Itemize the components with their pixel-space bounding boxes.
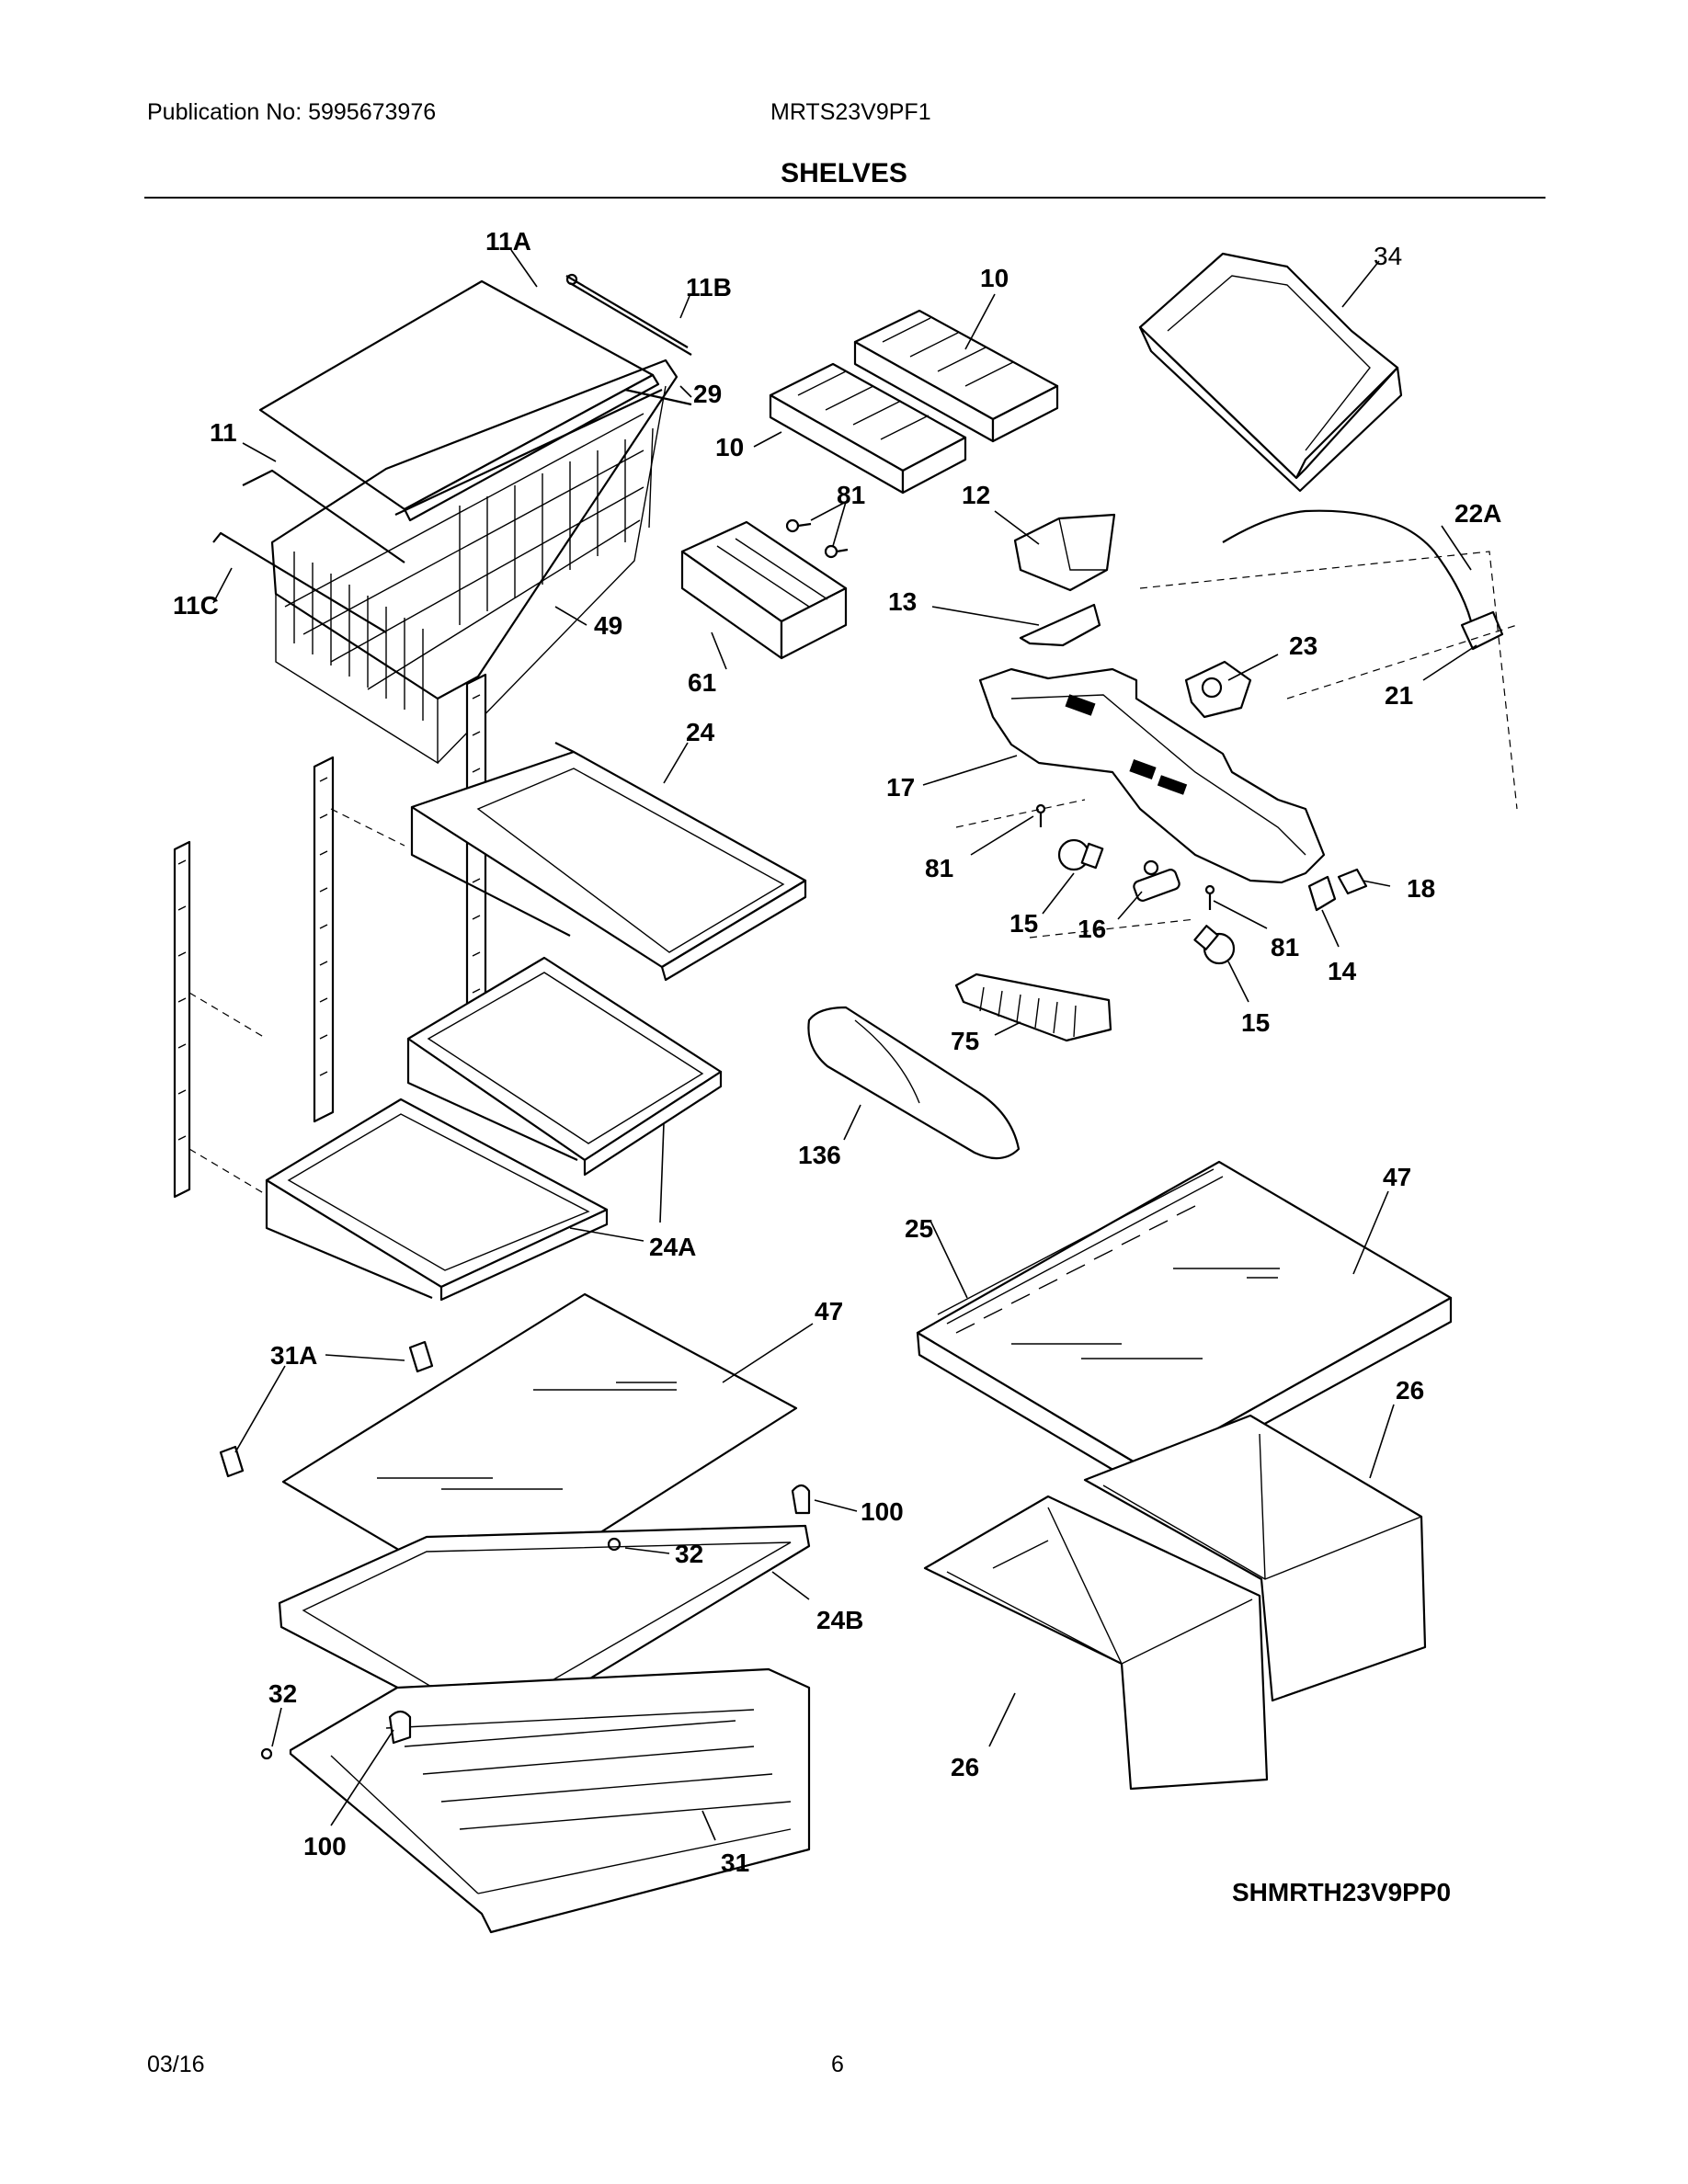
callout-24: 24 [686, 718, 715, 746]
wire-harness [1222, 509, 1473, 622]
freezer-divider-shelf [680, 520, 848, 660]
cover-support-clip-left [388, 1710, 412, 1745]
shelf-ladder-center [313, 756, 335, 1123]
callout-11C: 11C [173, 591, 219, 620]
crisper-pan-left [289, 1667, 811, 1934]
callout-26-rear: 26 [1396, 1376, 1424, 1405]
freezer-glass-shelf [258, 279, 660, 522]
fresh-food-shelf-top [410, 742, 807, 982]
dispenser-housing [978, 667, 1326, 884]
ice-chute-flapper [1019, 603, 1101, 647]
shelf-rear-rail [565, 273, 692, 356]
ice-tray-upper [853, 309, 1059, 443]
crisper-drawer-rear [1083, 1414, 1427, 1702]
callout-labels: 11A 11B 29 11 11C 49 10 10 81 61 12 13 3… [173, 227, 1501, 1877]
lamp-bulb-lower [1193, 925, 1236, 965]
footer-date: 03/16 [147, 2052, 205, 2077]
callout-10-lower: 10 [715, 433, 744, 461]
crisper-cover-frame [916, 1160, 1453, 1491]
callout-47-right: 47 [1383, 1163, 1411, 1191]
cover-bracket-lower [219, 1445, 245, 1478]
callout-18: 18 [1407, 874, 1435, 903]
screw-small-right [1204, 884, 1215, 910]
callout-24A: 24A [649, 1233, 696, 1261]
callout-13: 13 [888, 587, 917, 616]
callout-31: 31 [721, 1848, 749, 1877]
callout-29: 29 [693, 380, 722, 408]
publication-number: Publication No: 5995673976 [147, 99, 437, 125]
cover-bracket-upper [408, 1340, 434, 1373]
cover-support-clip-right [791, 1484, 811, 1515]
callout-75: 75 [951, 1027, 979, 1055]
mounting-screws [785, 518, 849, 559]
alignment-dashes [188, 551, 1518, 1196]
shelf-side-rails [212, 469, 405, 633]
callout-11: 11 [210, 418, 237, 447]
callout-32-upper: 32 [675, 1540, 703, 1568]
lamp-bulb-upper [1057, 838, 1104, 871]
screw-small-left [1035, 803, 1046, 827]
crisper-frame [278, 1524, 811, 1739]
small-spacer-upper [607, 1537, 622, 1552]
callout-136: 136 [798, 1141, 841, 1169]
callout-21: 21 [1385, 681, 1413, 710]
ice-chute-grille [954, 973, 1112, 1042]
callout-47-left: 47 [815, 1297, 843, 1325]
callout-100-left: 100 [303, 1832, 347, 1860]
callout-61: 61 [688, 668, 716, 697]
door-switch [1307, 875, 1337, 912]
shelf-ladder-left [173, 840, 191, 1199]
callout-15-lower: 15 [1241, 1008, 1270, 1037]
callout-25: 25 [905, 1214, 933, 1243]
shelf-front-trim [394, 388, 692, 516]
ice-tray-lower [769, 362, 967, 495]
callout-17: 17 [886, 773, 915, 802]
lamp-socket [1133, 859, 1180, 902]
fresh-food-shelf-middle [406, 956, 723, 1177]
callout-11B: 11B [686, 273, 732, 301]
callout-16: 16 [1078, 915, 1106, 943]
callout-11A: 11A [485, 227, 531, 256]
switch-clip [1337, 868, 1368, 895]
callout-81-b: 81 [925, 854, 953, 882]
ice-bin [1138, 252, 1403, 493]
fresh-food-shelf-lower [265, 1098, 609, 1302]
callout-22A: 22A [1454, 499, 1501, 528]
header-rule [144, 197, 1545, 199]
callout-23: 23 [1289, 631, 1317, 660]
auger-motor [1184, 660, 1252, 719]
crisper-drawer-front [923, 1495, 1269, 1791]
callout-24B: 24B [816, 1606, 863, 1634]
callout-26-front: 26 [951, 1753, 979, 1781]
callout-32-lower: 32 [268, 1679, 297, 1708]
page-number: 6 [831, 2052, 844, 2077]
ice-crusher-housing [1013, 513, 1116, 592]
callout-15-upper: 15 [1009, 909, 1038, 938]
callout-100-right: 100 [861, 1497, 904, 1526]
callout-34: 34 [1374, 242, 1402, 270]
leader-lines [212, 249, 1477, 1841]
diagram-code: SHMRTH23V9PP0 [1232, 1878, 1451, 1906]
model-number: MRTS23V9PF1 [770, 99, 931, 125]
callout-14: 14 [1328, 957, 1357, 985]
ice-chute-duct [807, 1006, 1021, 1160]
callout-49: 49 [594, 611, 622, 640]
callout-12: 12 [962, 481, 990, 509]
section-title: SHELVES [781, 158, 907, 188]
wire-freezer-basket [270, 358, 679, 765]
callout-81-c: 81 [1271, 933, 1299, 961]
callout-10-upper: 10 [980, 264, 1009, 292]
callout-81-a: 81 [837, 481, 865, 509]
callout-31A: 31A [270, 1341, 317, 1370]
small-spacer-lower [260, 1747, 273, 1760]
